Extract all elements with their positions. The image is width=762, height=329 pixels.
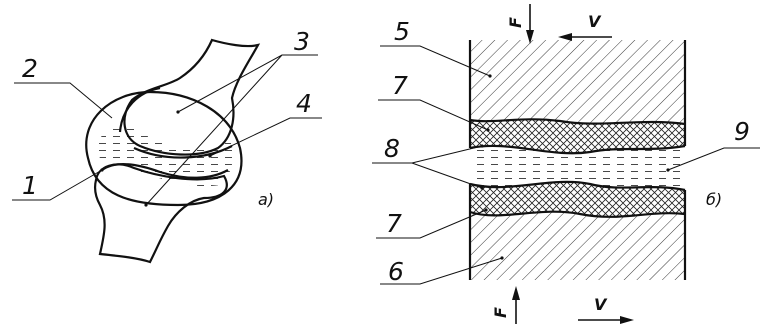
leader-2 (14, 82, 113, 119)
lower-cartilage (101, 163, 229, 179)
label-7-top: 7 (392, 71, 408, 100)
label-velocity-top: V (588, 12, 602, 31)
label-8: 8 (384, 134, 400, 163)
leader-8 (372, 145, 483, 189)
caption-b: б) (706, 190, 722, 209)
leader-9 (667, 147, 760, 171)
boundary-top-block (469, 118, 686, 126)
arrowhead-force-top (526, 30, 534, 44)
joint-diagram: 2 1 3 4 а) (12, 27, 322, 264)
layer-model-diagram: 5 7 8 7 6 9 б) F V F V (372, 4, 760, 324)
bottom-block (470, 211, 685, 280)
top-cartilage-layer (470, 119, 685, 154)
upper-bone (123, 38, 261, 156)
boundary-bottom-block (469, 210, 686, 218)
label-6: 6 (388, 257, 404, 286)
lubricant-gap (470, 145, 685, 190)
boundary-bottom-cartilage (469, 180, 686, 192)
label-force-top: F (506, 17, 525, 28)
top-block (470, 40, 685, 124)
leader-5 (380, 45, 491, 77)
leader-4 (209, 117, 322, 157)
boundary-top-cartilage (469, 144, 686, 155)
joint-capsule (85, 90, 243, 207)
label-velocity-bottom: V (594, 295, 608, 314)
label-3: 3 (294, 27, 310, 56)
leader-1 (12, 169, 103, 201)
label-7-bottom: 7 (386, 209, 402, 238)
lower-bone (93, 163, 228, 264)
label-2: 2 (22, 54, 38, 83)
caption-a: а) (258, 190, 274, 209)
arrowhead-velocity-bottom (620, 316, 634, 324)
label-1: 1 (22, 171, 38, 200)
bottom-cartilage-layer (470, 181, 685, 217)
label-4: 4 (296, 89, 312, 118)
leader-7-bottom (376, 209, 487, 239)
arrowhead-velocity-top (558, 33, 572, 41)
arrowhead-force-bottom (512, 286, 520, 300)
leader-3 (145, 54, 318, 206)
label-5: 5 (394, 17, 410, 46)
leader-7-top (378, 99, 489, 131)
label-force-bottom: F (491, 307, 510, 318)
label-9: 9 (734, 117, 750, 146)
leader-6 (380, 257, 503, 285)
